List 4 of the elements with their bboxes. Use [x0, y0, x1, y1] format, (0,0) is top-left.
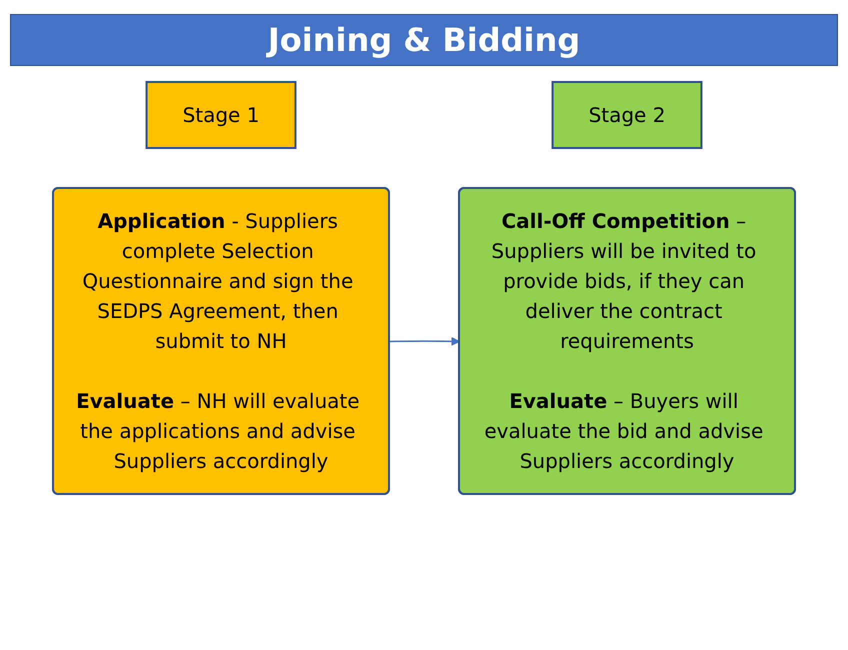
node-box: Stage 1: [146, 81, 296, 149]
node-box: Stage 2: [552, 81, 702, 149]
title-banner: Joining & Bidding: [10, 14, 838, 66]
arrow: [389, 337, 460, 346]
